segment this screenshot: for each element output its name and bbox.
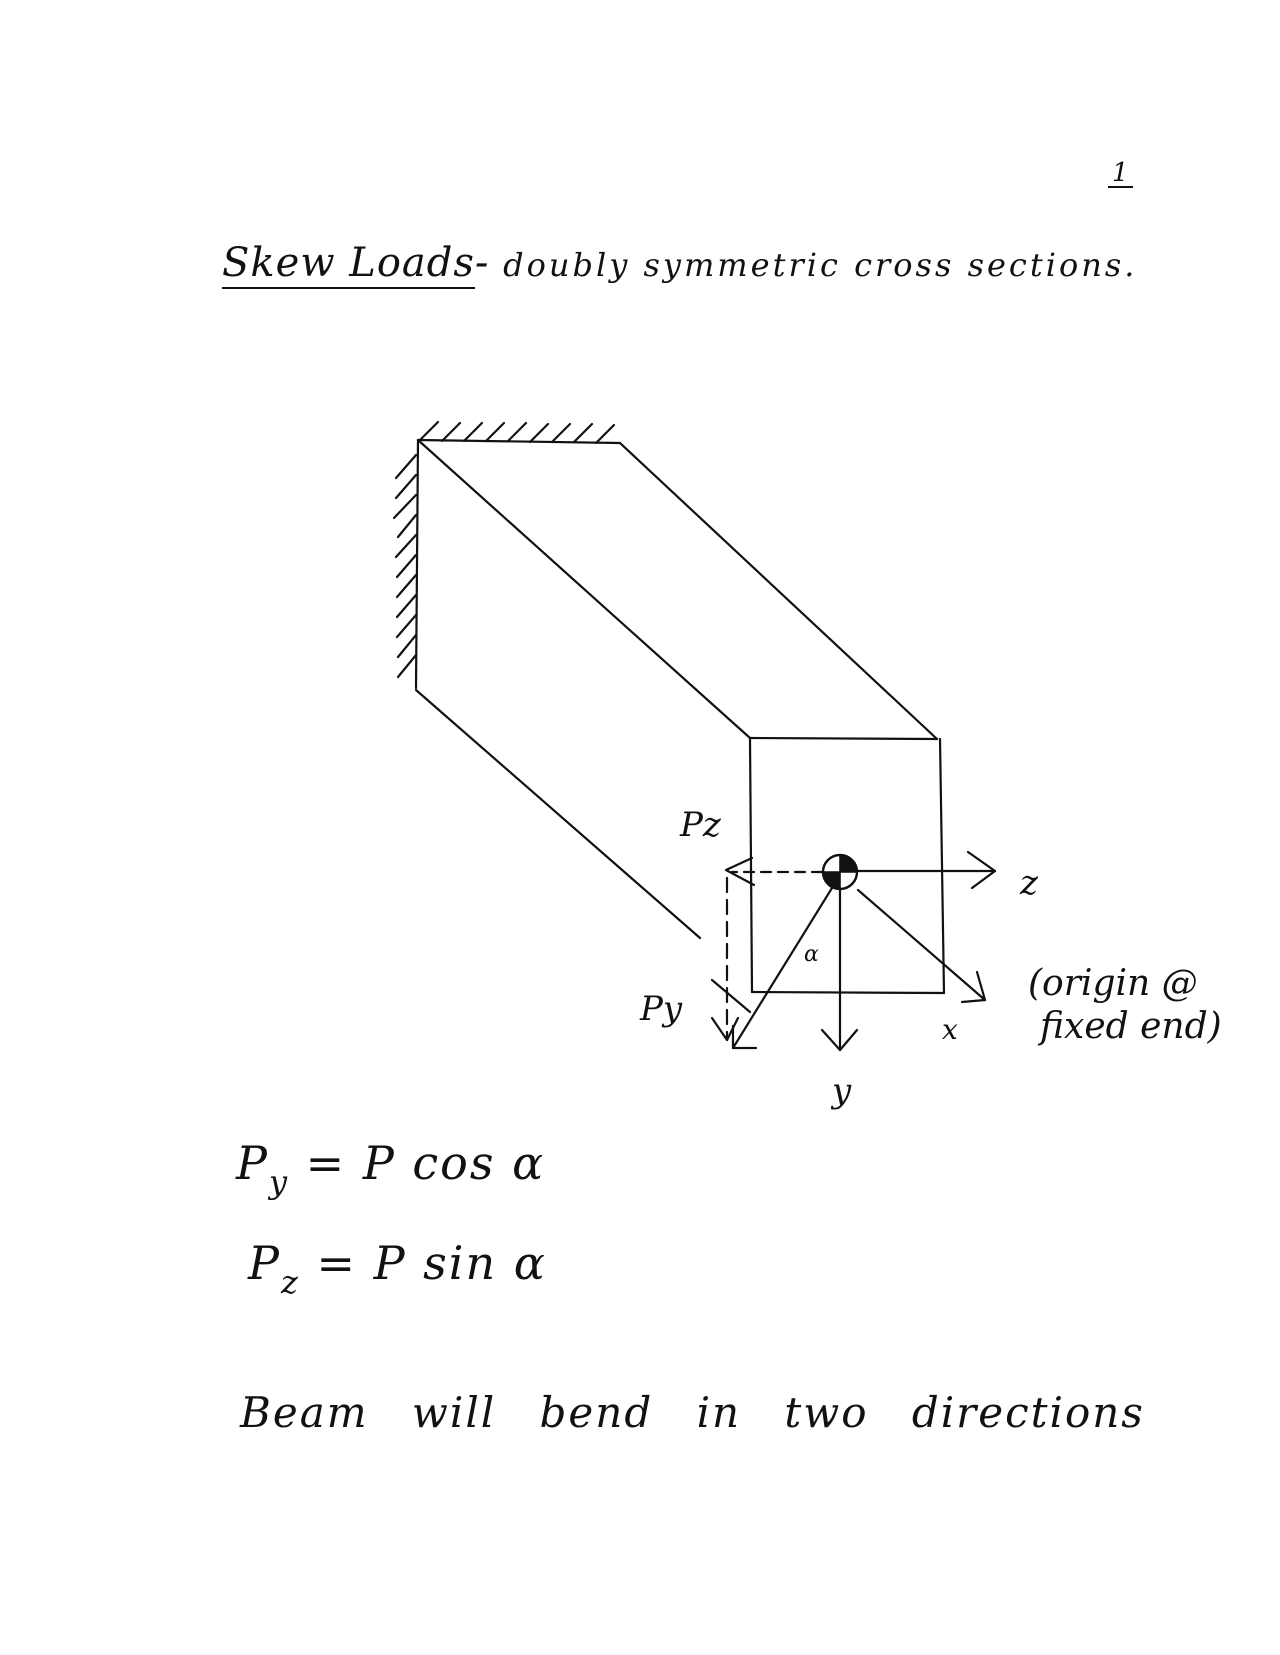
equation-pz-subscript: z [280,1263,300,1301]
origin-note-line2: fixed end) [1040,1006,1222,1048]
pz-arrowhead [724,856,756,887]
label-alpha: α [804,942,819,967]
title-underlined: Skew Loads [222,240,475,289]
page-title: Skew Loads- doubly symmetric cross secti… [222,240,1138,289]
title-separator: - [474,240,490,286]
page-number: 1 [1108,160,1133,188]
equation-py: Py = P cos α [236,1140,545,1198]
label-py: Py [640,989,683,1029]
hidden-corner-line [710,978,752,1014]
fixed-wall-top-hatching-icon [418,420,616,445]
beam-outline [414,438,946,995]
label-y-axis: y [832,1071,852,1111]
x-axis-arrow [856,888,987,1002]
label-pz: Pz [680,805,721,845]
py-component-arrowhead [710,1016,740,1042]
resultant-arrowhead [731,1024,758,1050]
origin-note: (origin @ fixed end) [1028,962,1222,1048]
y-axis-arrowhead [820,1028,859,1052]
equation-py-rhs: = P cos α [305,1136,546,1190]
equation-pz-lhs: P [248,1236,281,1290]
z-axis-arrow [856,850,997,890]
equation-py-subscript: y [268,1163,290,1201]
equation-py-lhs: P [236,1136,269,1190]
centroid-icon [821,853,859,891]
label-z-axis: z [1020,863,1038,903]
x-axis-arrowhead [960,970,987,1004]
title-subtitle: doubly symmetric cross sections. [503,246,1138,284]
conclusion-text: Beam will bend in two directions [240,1388,1145,1437]
fixed-wall-left-hatching-icon [392,453,418,679]
equation-pz: Pz = P sin α [248,1240,547,1298]
label-x-axis: x [942,1013,958,1046]
equation-pz-rhs: = P sin α [316,1236,547,1290]
resultant-load-arrow [731,886,834,1050]
origin-note-line1: (origin @ [1028,963,1198,1004]
